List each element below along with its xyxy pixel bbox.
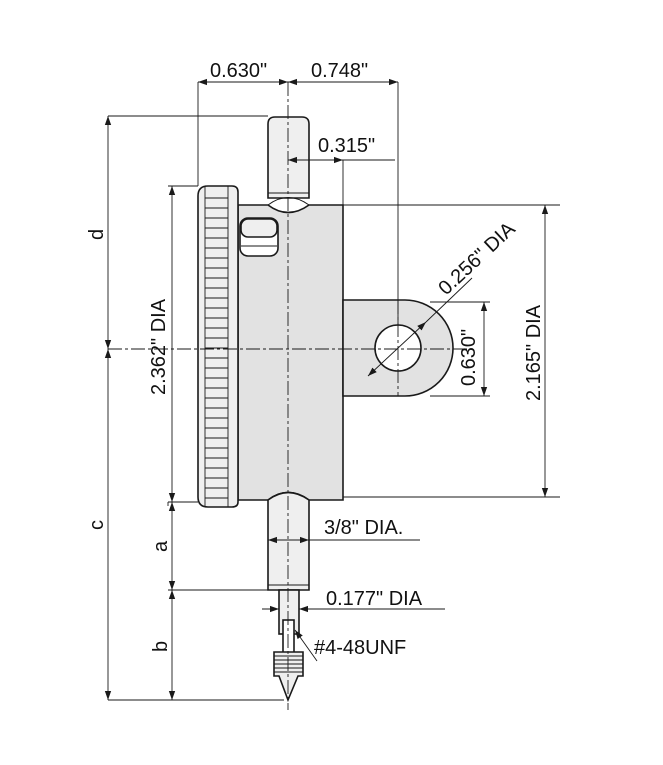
lug-height-label: 0.630" (458, 329, 480, 386)
bezel (197, 185, 239, 508)
lug-offset-label: 0.748" (311, 60, 368, 82)
body-dia-label: 2.165" DIA (523, 304, 545, 401)
point-dia-label: 0.177" DIA (326, 588, 423, 610)
letter-a: a (150, 540, 172, 552)
dimension-lines (104, 78, 549, 700)
counter-knob (239, 217, 279, 257)
top-stem (267, 116, 310, 199)
bezel-knurling (205, 197, 228, 499)
letter-b: b (150, 641, 172, 652)
bottom-stem (267, 491, 310, 591)
spindle (278, 589, 300, 661)
top-cap-label: 0.315" (318, 135, 375, 157)
contact-point (273, 651, 304, 703)
stem-dia-label: 3/8" DIA. (324, 517, 403, 539)
letter-d: d (86, 229, 108, 240)
extension-lines (108, 82, 560, 701)
lug-hole-dia-label: 0.256" DIA (434, 218, 520, 300)
thread-label: #4-48UNF (314, 637, 406, 659)
letter-c: c (86, 520, 108, 530)
bezel-dia-label: 2.362" DIA (148, 298, 170, 395)
contact-point-knurling (274, 655, 303, 673)
stem-offset-label: 0.630" (210, 60, 267, 82)
